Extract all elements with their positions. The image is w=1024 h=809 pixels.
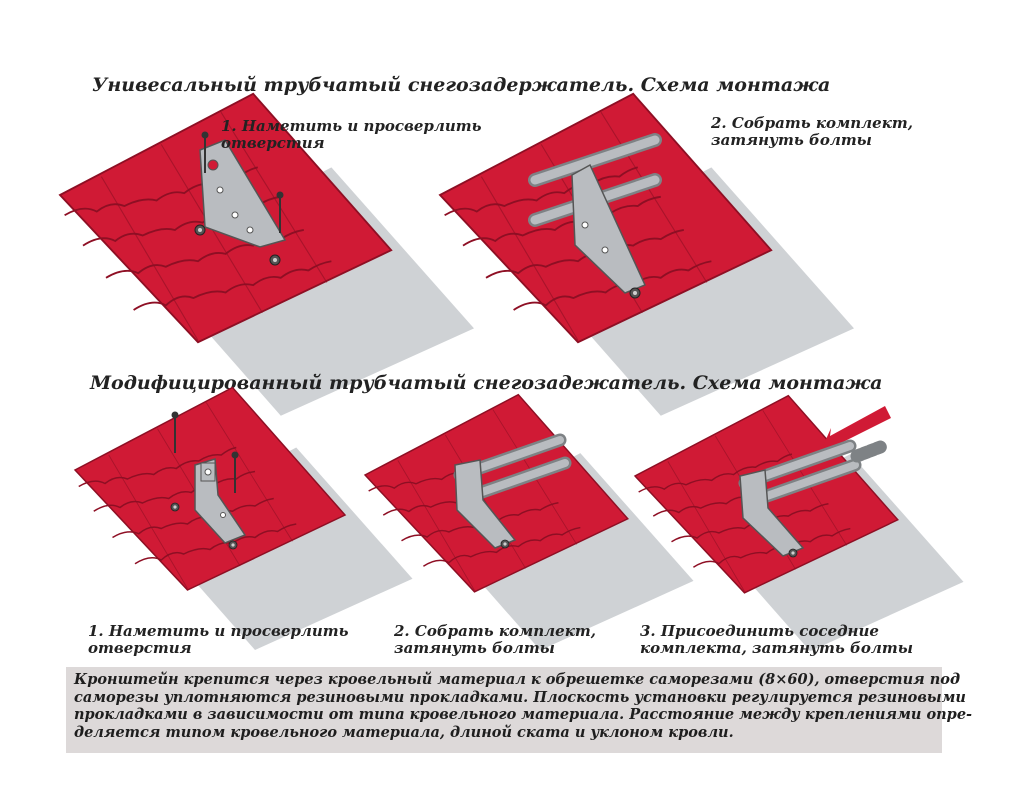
- section2-title: Модифицированный трубчатый снегозадежате…: [90, 372, 883, 394]
- note-line: деляется типом кровельного материала, дл…: [74, 723, 734, 741]
- section2-step2-caption: 2. Собрать комплект, затянуть болты: [394, 623, 596, 657]
- bolt-icon: [788, 548, 798, 558]
- roof-illustration-section1-step1: [59, 92, 475, 417]
- washer-icon: [170, 502, 180, 512]
- roof-illustration-section1-step2: [439, 92, 855, 417]
- section1-step1-caption: 1. Наметить и просверлить отверстия: [221, 118, 482, 152]
- section2-step3-caption: 3. Присоединить соседние комплекта, затя…: [640, 623, 913, 657]
- section1-title: Унивесальный трубчатый снегозадержатель.…: [92, 74, 831, 96]
- note-line: саморезы уплотняются резиновыми прокладк…: [74, 688, 966, 706]
- roof-illustration-section2-step3: [634, 394, 965, 652]
- caption-line: комплекта, затянуть болты: [640, 639, 913, 657]
- caption-line: 2. Собрать комплект,: [711, 114, 913, 132]
- bracket-plate: [739, 469, 805, 557]
- caption-line: 1. Наметить и просверлить: [221, 117, 482, 135]
- bolt-icon: [629, 287, 641, 299]
- arrow-left-icon: [823, 406, 891, 450]
- bracket-plate: [194, 458, 247, 544]
- caption-line: 1. Наметить и просверлить: [88, 622, 349, 640]
- caption-line: 2. Собрать комплект,: [394, 622, 596, 640]
- caption-line: затянуть болты: [711, 131, 872, 149]
- roof-illustration-section2-step2: [364, 393, 695, 651]
- note-line: Кронштейн крепится через кровельный мате…: [74, 671, 961, 688]
- bracket-plate: [454, 459, 517, 549]
- caption-line: отверстия: [221, 134, 325, 152]
- note-line: прокладками в зависимости от типа кровел…: [74, 706, 973, 723]
- washer-icon: [269, 254, 281, 266]
- washer-icon: [194, 224, 206, 236]
- section1-step2-caption: 2. Собрать комплект, затянуть болты: [711, 115, 913, 149]
- mounting-note-text: Кронштейн крепится через кровельный мате…: [74, 671, 973, 741]
- bracket-plate: [199, 139, 287, 248]
- caption-line: отверстия: [88, 639, 192, 657]
- bolt-icon: [500, 539, 510, 549]
- caption-line: 3. Присоединить соседние: [640, 622, 879, 640]
- caption-line: затянуть болты: [394, 639, 555, 657]
- section2-step1-caption: 1. Наметить и просверлить отверстия: [88, 623, 349, 657]
- roof-illustration-section2-step1: [74, 386, 414, 651]
- washer-icon: [228, 540, 238, 550]
- mounting-note-box: Кронштейн крепится через кровельный мате…: [66, 667, 973, 753]
